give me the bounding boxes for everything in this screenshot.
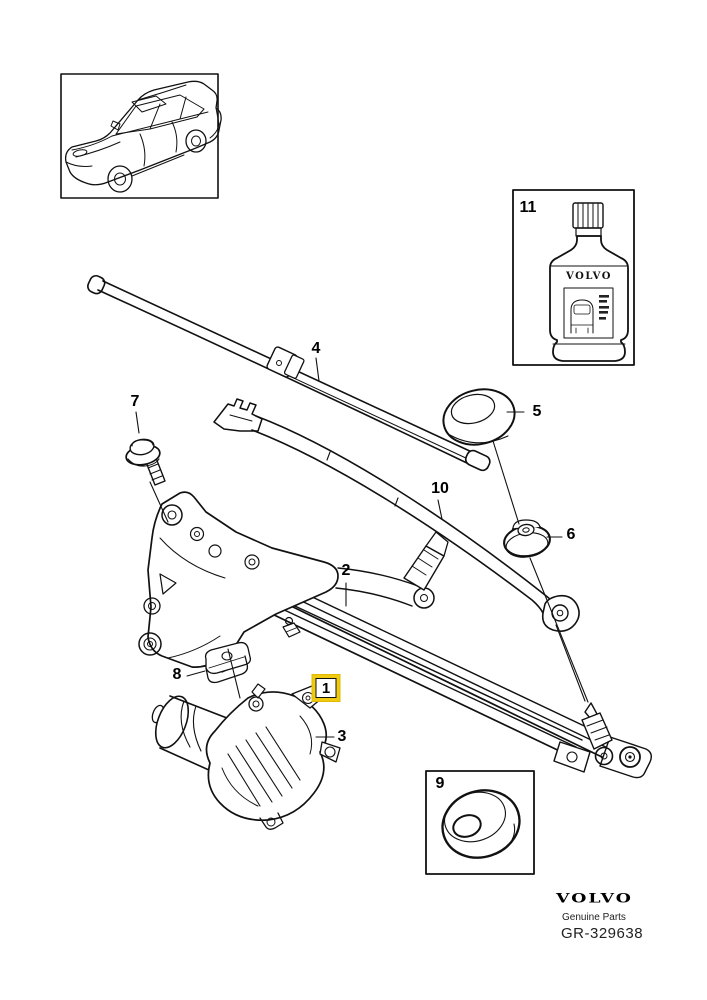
grommet-box [425, 770, 535, 875]
flange-nut [503, 519, 551, 558]
footer-logo-block: VOLVO Genuine Parts GR-329638 [556, 891, 696, 942]
linkage-ball-stud [282, 616, 301, 638]
motor-bracket [204, 641, 252, 684]
washer-fluid-box [512, 189, 635, 366]
callout-2[interactable]: 2 [341, 562, 351, 579]
callout-11[interactable]: 11 [519, 199, 537, 216]
callout-6[interactable]: 6 [566, 526, 576, 543]
car-line-drawing [64, 80, 222, 193]
callout-8[interactable]: 8 [172, 666, 182, 683]
pivot-cover-cap [442, 388, 516, 446]
callout-10[interactable]: 10 [431, 480, 449, 497]
volvo-wordmark: VOLVO [556, 891, 633, 907]
bottle-fine-print-marks [599, 295, 609, 320]
washer-fluid-bottle-drawing [549, 202, 629, 362]
linkage-rails [254, 575, 619, 759]
callout-4[interactable]: 4 [311, 340, 321, 357]
blade-center-connector [266, 346, 305, 379]
leader-lines [135, 357, 589, 738]
bottle-brand-text: VOLVO [566, 271, 612, 282]
genuine-parts-tagline: Genuine Parts [562, 912, 626, 923]
car-thumbnail-box [60, 73, 222, 199]
linkage-frame [138, 491, 449, 673]
callout-3[interactable]: 3 [337, 728, 347, 745]
wiper-arm [213, 398, 580, 632]
diagram-reference-number: GR-329638 [561, 925, 644, 942]
wiper-blade [87, 274, 491, 472]
passenger-pivot-assembly [553, 702, 653, 779]
flange-bolt [125, 438, 166, 486]
callout-5[interactable]: 5 [532, 403, 542, 420]
grommet-drawing [441, 789, 521, 859]
callout-1: 1 [315, 678, 337, 698]
callout-1-highlight[interactable]: 1 [311, 674, 341, 702]
wiper-motor [151, 683, 341, 830]
callout-7[interactable]: 7 [130, 393, 140, 410]
callout-9[interactable]: 9 [435, 775, 445, 792]
